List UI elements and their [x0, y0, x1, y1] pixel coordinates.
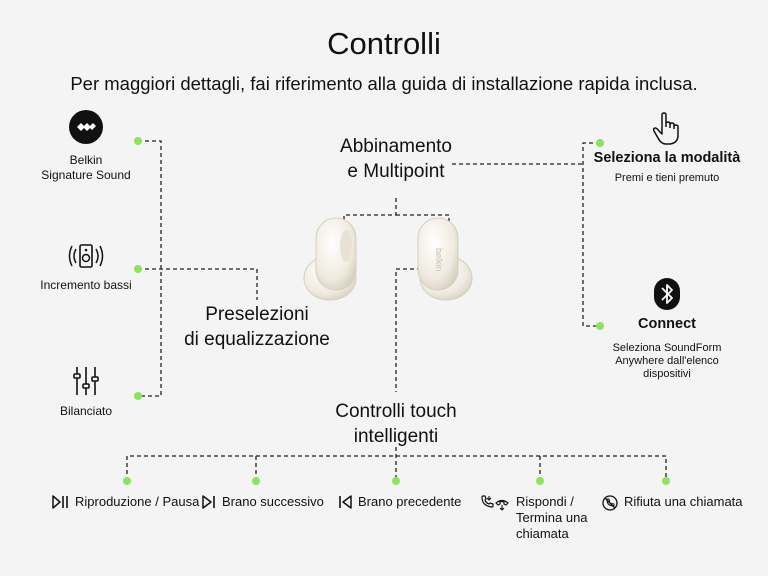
touch-item-play-pause: Riproduzione / Pausa [52, 494, 199, 510]
eq-item-signature: Belkin Signature Sound [30, 110, 142, 183]
touch-item-label: Rispondi / Termina una chiamata [516, 494, 588, 542]
earbuds-illustration: belkin [303, 217, 473, 301]
eq-item-label: Signature Sound [41, 168, 131, 182]
connect-desc: Seleziona SoundForm Anywhere dall'elenco… [590, 342, 744, 381]
eq-presets-label-line: Preselezioni [205, 304, 309, 325]
equalizer-sliders-icon [73, 367, 99, 395]
belkin-logo-icon [69, 110, 103, 144]
touch-item-label: Riproduzione / Pausa [75, 494, 200, 509]
next-track-icon [202, 495, 215, 509]
left-earbud [303, 217, 357, 301]
touch-item-label-line: Termina una [516, 510, 588, 525]
touch-label-line: Controlli touch [335, 401, 457, 422]
touch-item-label: Brano precedente [358, 494, 462, 509]
answer-end-call-icon [481, 495, 509, 511]
eq-presets-label-line: di equalizzazione [184, 329, 330, 350]
pairing-label-line: Abbinamento [340, 136, 452, 157]
connect-desc-line: dispositivi [643, 368, 691, 380]
pairing-label: Abbinamento e Multipoint [310, 134, 482, 184]
pairing-label-line: e Multipoint [347, 161, 445, 182]
eq-presets-label: Preselezioni di equalizzazione [160, 302, 354, 352]
touch-item-label-line: Rispondi / [516, 494, 574, 509]
eq-item-balanced: Bilanciato [30, 366, 142, 419]
touch-controls-label: Controlli touch intelligenti [296, 399, 496, 449]
hand-press-icon [652, 112, 679, 145]
eq-item-label: Incremento bassi [40, 278, 132, 292]
touch-item-next: Brano successivo [202, 494, 324, 510]
mode-block: Seleziona la modalità Premi e tieni prem… [580, 112, 754, 186]
connect-desc-line: Seleziona SoundForm [612, 342, 722, 354]
touch-item-label: Rifiuta una chiamata [624, 494, 743, 509]
bluetooth-icon [654, 278, 680, 310]
touch-item-label: Brano successivo [222, 494, 324, 509]
touch-item-answer-end: Rispondi / Termina una chiamata [480, 494, 588, 542]
page-subtitle: Per maggiori dettagli, fai riferimento a… [70, 73, 698, 94]
page-title: Controlli [327, 26, 441, 61]
reject-call-icon [602, 495, 618, 511]
touch-item-label-line: chiamata [516, 526, 569, 541]
connect-desc-line: Anywhere dall'elenco [615, 355, 719, 367]
play-pause-icon [52, 495, 68, 509]
earbud-brand-text: belkin [434, 248, 444, 272]
touch-item-previous: Brano precedente [338, 494, 461, 510]
mode-desc: Premi e tieni premuto [614, 172, 720, 184]
touch-item-reject: Rifiuta una chiamata [602, 494, 743, 511]
eq-item-label: Belkin [69, 153, 103, 167]
previous-track-icon [339, 495, 352, 509]
eq-item-label: Bilanciato [59, 404, 113, 418]
connect-block: Connect Seleziona SoundForm Anywhere dal… [590, 278, 744, 381]
eq-item-bass: Incremento bassi [30, 242, 142, 293]
speaker-bass-icon [68, 244, 104, 268]
mode-title: Seleziona la modalità [593, 150, 741, 166]
right-earbud: belkin [417, 217, 473, 301]
touch-label-line: intelligenti [353, 426, 439, 447]
connect-title: Connect [638, 316, 696, 332]
